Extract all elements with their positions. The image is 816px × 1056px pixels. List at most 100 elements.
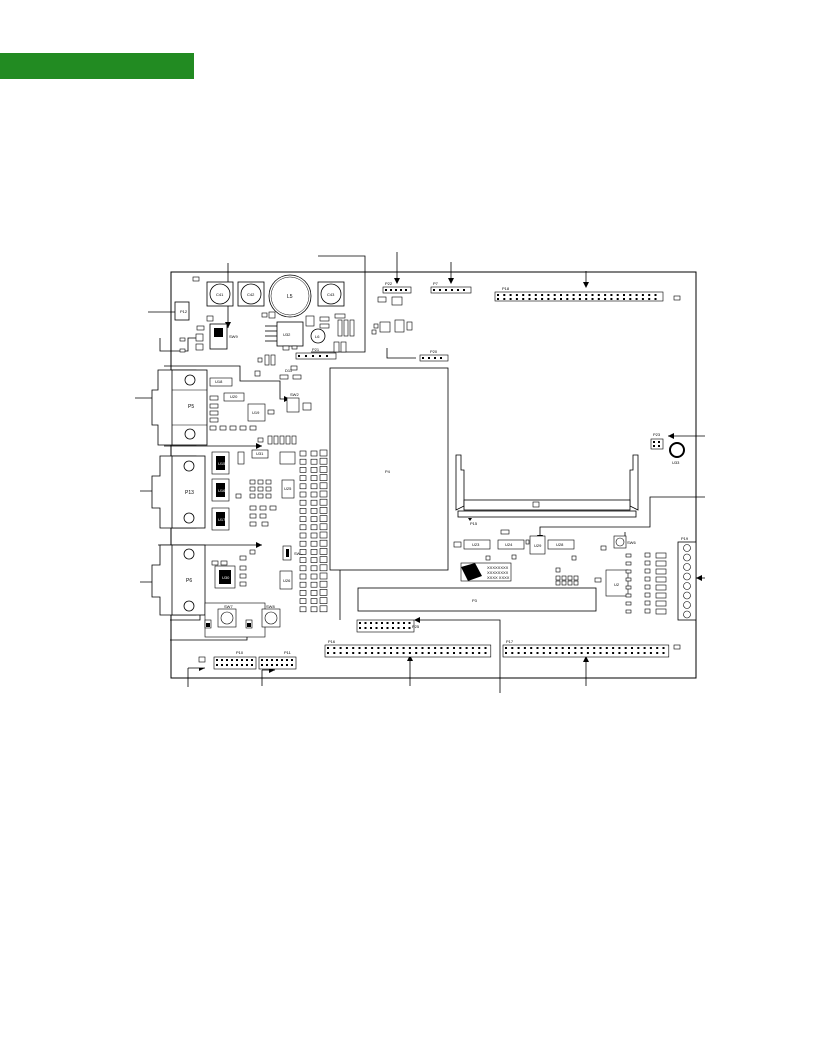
pin [465,647,468,649]
pin [547,298,550,300]
pin [281,659,283,661]
pin [612,647,615,649]
l6-label: L6 [315,334,320,339]
pin [327,652,329,654]
pin [408,647,411,649]
section-header-bar [0,53,194,79]
pin [339,647,342,649]
pin [359,627,361,629]
terminal-screw [683,572,691,581]
pin [572,298,575,300]
pin [534,294,537,296]
pin [528,298,531,300]
u19-label: U19 [252,410,260,415]
pin [635,294,638,296]
p3-connector [357,587,597,612]
pin [629,298,632,300]
led [319,564,328,572]
led [299,467,307,473]
pin [453,647,455,649]
led [310,540,318,547]
pin [542,647,545,649]
pin [635,298,638,300]
pin [221,659,223,661]
led [319,539,328,547]
pin [515,298,518,300]
led [319,589,328,596]
led [310,467,318,473]
pin [566,298,569,300]
p11-label: P11 [284,650,292,655]
pin [364,647,367,649]
pin [392,622,394,624]
chip-marking-1: XXXXXXXX [487,565,509,570]
pin [471,652,474,654]
pin [271,664,273,666]
led [319,507,328,514]
led [310,516,318,522]
pin [364,652,367,654]
p3-label: P3 [472,598,478,603]
pin [528,294,531,296]
p23-label: P23 [653,432,661,437]
pin [358,647,361,649]
led [310,549,318,555]
u32-label: U32 [283,332,291,337]
chip-marking-3: XXXX XXXX [487,575,510,580]
pin [561,652,564,654]
u33-label: U33 [672,460,680,465]
c42-label: C42 [247,292,255,297]
led [644,584,651,590]
led [644,600,651,606]
pin [523,652,526,654]
pin [509,294,512,296]
led [310,499,318,506]
led [299,606,307,613]
pin [371,652,374,654]
pin [572,294,575,296]
p5-support-parts [209,377,312,445]
pin [402,652,405,654]
pin [523,647,526,649]
led [310,508,318,514]
u29-label: U29 [534,543,542,548]
u16-label: U16 [218,488,226,493]
pin [574,647,577,649]
pin [446,647,449,649]
led [310,598,318,604]
p15-label: P15 [470,521,478,526]
pin [403,622,405,624]
pin [578,298,581,300]
pin [648,294,651,296]
p15-sodimm-socket: P15 [455,454,639,526]
terminal-screw [683,591,691,600]
pin [612,652,615,654]
pin [370,627,372,629]
pin [648,298,651,300]
pin [281,664,283,666]
terminal-screw [683,563,691,571]
pin [276,659,278,661]
pin [610,294,613,296]
led [310,606,318,613]
pin [370,622,372,624]
pin [241,664,243,666]
led [319,531,328,539]
pin [623,294,625,296]
p6-ic-bodies [206,549,289,627]
c43-label: C43 [327,292,335,297]
led [299,524,307,531]
p17-label: P17 [506,639,514,644]
led [310,590,318,596]
terminal-screw [683,582,691,590]
led-column-left [299,449,328,613]
pin [446,652,449,654]
p4-module-socket [329,367,449,571]
pin [643,647,646,649]
pin [656,647,659,649]
led [319,449,328,457]
pin [478,647,481,649]
pin [421,652,424,654]
p5-label: P5 [188,404,194,410]
